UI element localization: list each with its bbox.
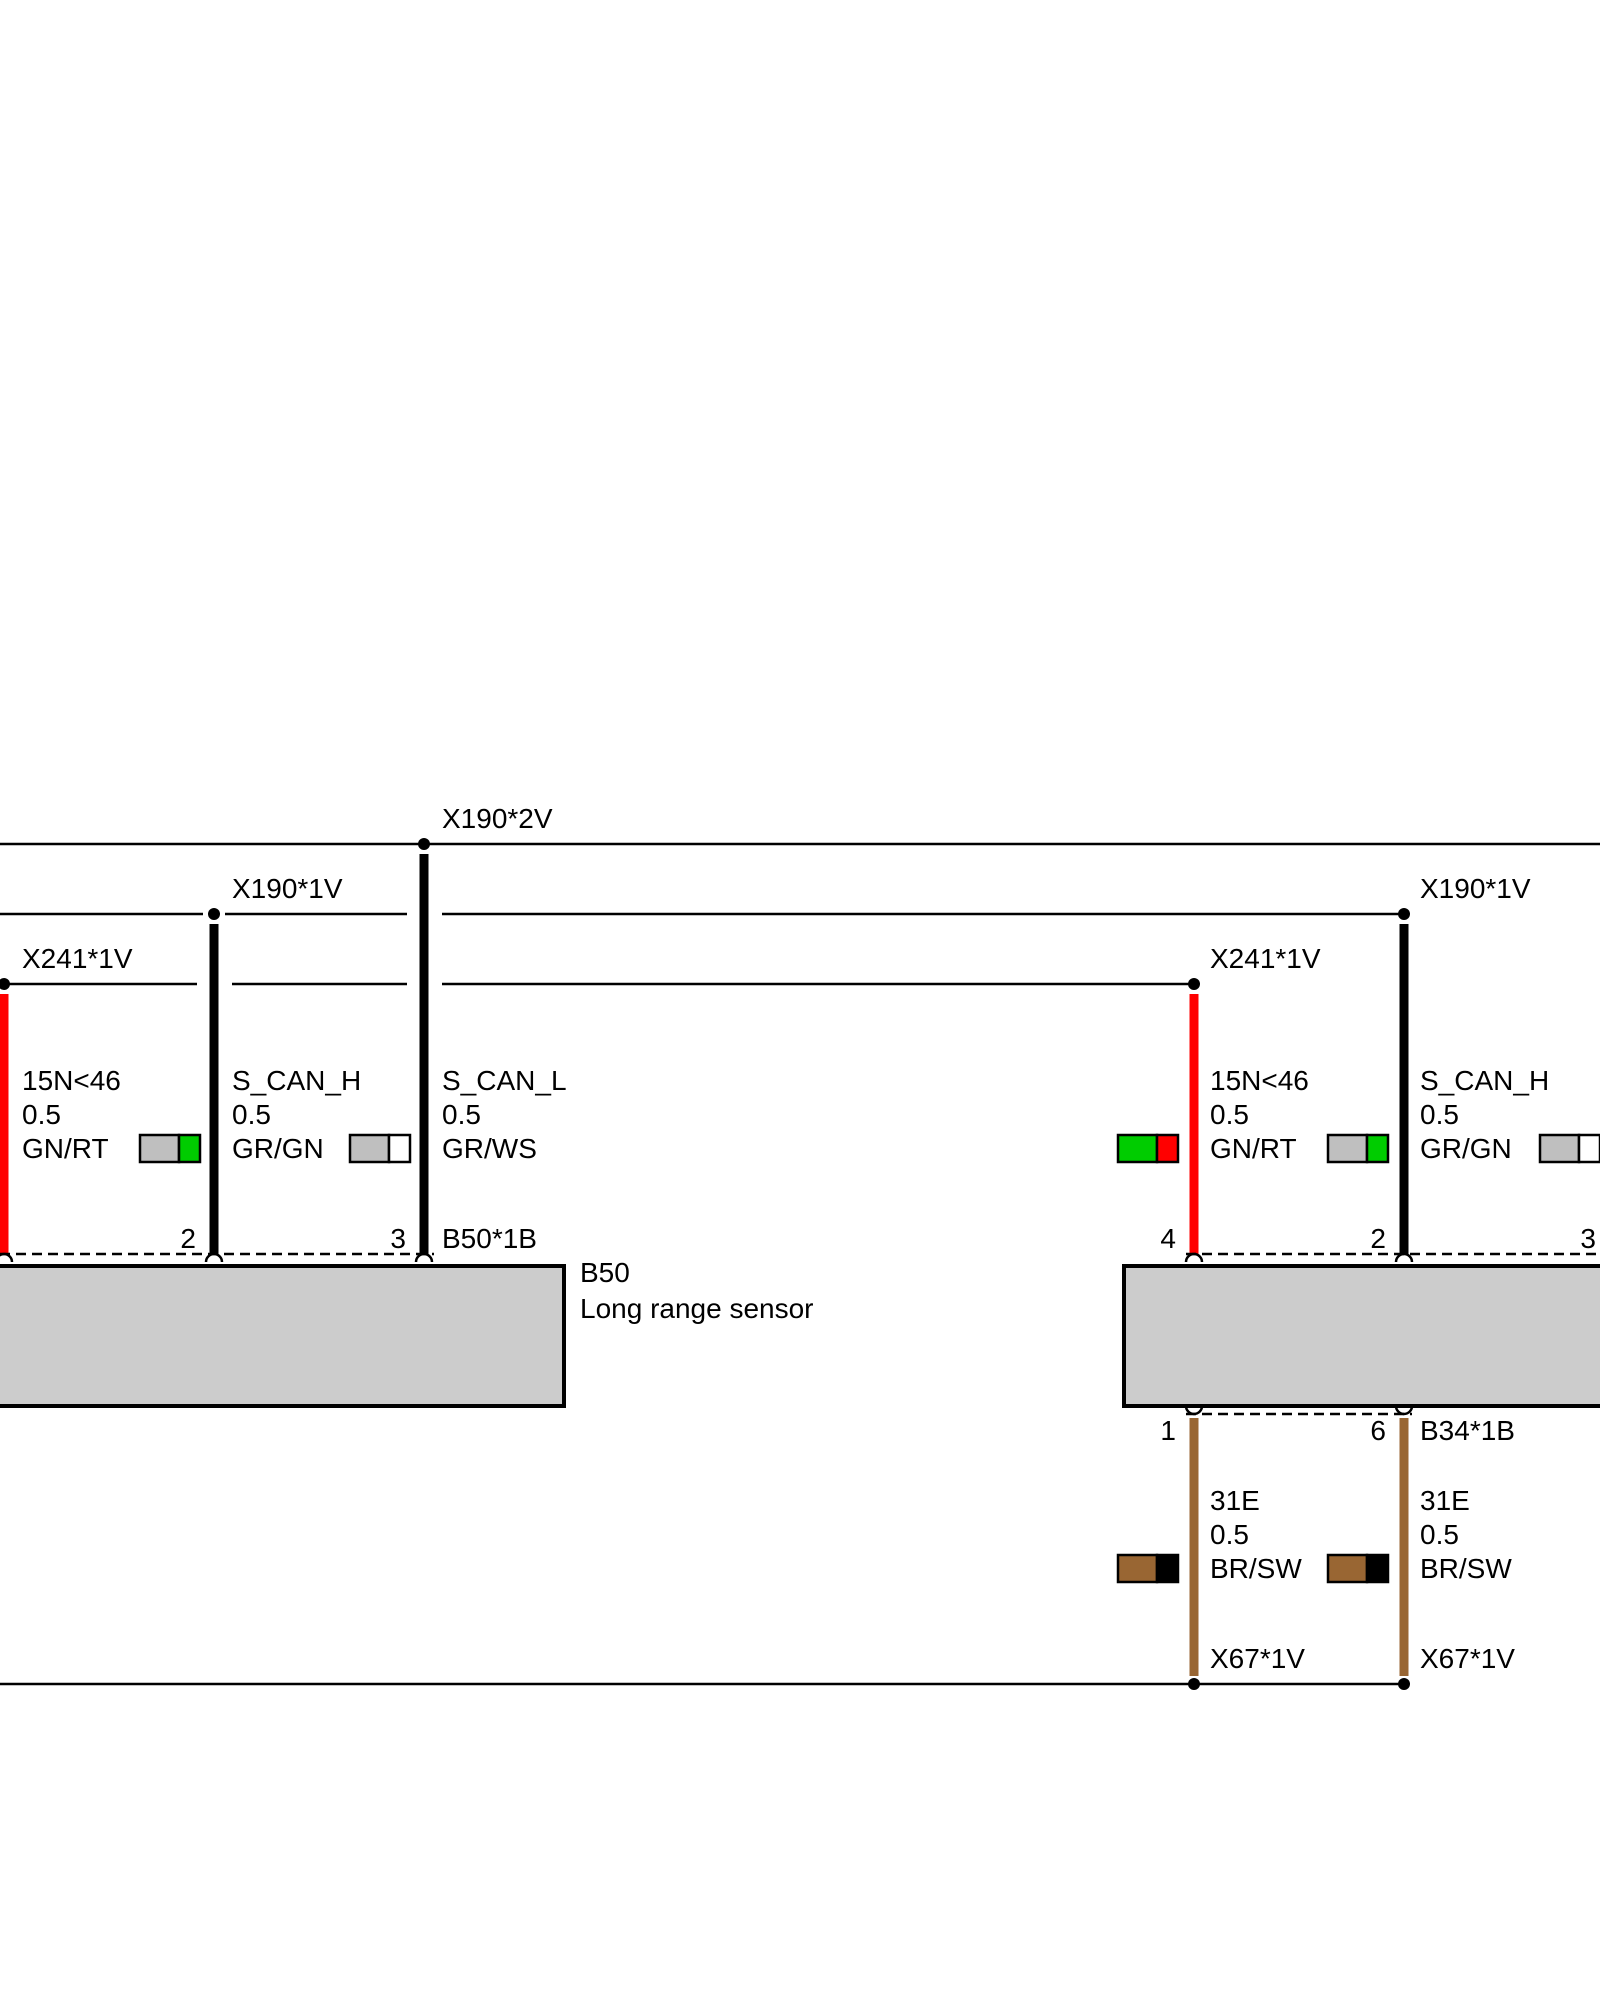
pin-number-label: 2 <box>1370 1223 1386 1254</box>
plug-label-b34-1b: B34*1B <box>1420 1415 1515 1446</box>
junction-dot-x190-1v-right <box>1398 908 1410 920</box>
color-swatch-r-15n <box>1116 1133 1180 1164</box>
connector-label-x241-1v-right: X241*1V <box>1210 943 1321 974</box>
wire-color-code-label: GR/GN <box>232 1133 324 1164</box>
junction-dot-x190-2v <box>418 838 430 850</box>
wire-signal-label: 31E <box>1420 1485 1470 1516</box>
wire-labels-r-15n: 15N<46 0.5 GN/RT <box>1210 1065 1309 1164</box>
connector-labels: X190*2V X190*1V X241*1V X241*1V X190*1V … <box>22 803 1531 1674</box>
pin-hook <box>1184 1252 1204 1263</box>
color-swatch-main <box>1116 1133 1159 1164</box>
color-swatch-main <box>1116 1553 1159 1584</box>
component-b50: B50 Long range sensor <box>0 1257 814 1408</box>
bus-lines <box>0 842 1600 1686</box>
color-swatch-stripe <box>1577 1133 1600 1164</box>
pin-number-label: 2 <box>180 1223 196 1254</box>
wire-size-label: 0.5 <box>1420 1519 1459 1550</box>
color-swatch-main <box>1538 1133 1581 1164</box>
pin-number-label: 3 <box>390 1223 406 1254</box>
color-swatch-main <box>138 1133 181 1164</box>
wire-color-code-label: GR/GN <box>1420 1133 1512 1164</box>
junction-dot-x67-1v-a <box>1188 1678 1200 1690</box>
wire-size-label: 0.5 <box>442 1099 481 1130</box>
junction-dot-x241-1v-right <box>1188 978 1200 990</box>
junction-dot-x190-1v-left <box>208 908 220 920</box>
color-swatch-r-31e-a <box>1116 1553 1180 1584</box>
wire-size-label: 0.5 <box>232 1099 271 1130</box>
pin-hook <box>414 1252 434 1263</box>
wire-labels-l-scan-l: S_CAN_L 0.5 GR/WS <box>442 1065 567 1164</box>
wire-color-code-label: BR/SW <box>1420 1553 1512 1584</box>
component-box-b50 <box>0 1264 566 1408</box>
wire-labels-l-scan-h: S_CAN_H 0.5 GR/GN <box>232 1065 361 1164</box>
pin-number-label: 3 <box>1580 1223 1596 1254</box>
pin-number-label: 1 <box>1160 1415 1176 1446</box>
junction-dots <box>0 838 1410 1690</box>
wire-size-label: 0.5 <box>1210 1099 1249 1130</box>
color-swatch-stripe <box>1155 1133 1180 1164</box>
wire-size-label: 0.5 <box>22 1099 61 1130</box>
component-name-b50: Long range sensor <box>580 1293 814 1324</box>
pin-number-label: 6 <box>1370 1415 1386 1446</box>
junction-dot-x67-1v-b <box>1398 1678 1410 1690</box>
pin-number-label: 4 <box>1160 1223 1176 1254</box>
color-swatch-r-31e-b <box>1326 1553 1390 1584</box>
color-swatch-l-15n <box>138 1133 202 1164</box>
pin-hook <box>1394 1405 1414 1416</box>
wire-labels-r-31e-a: 31E 0.5 BR/SW <box>1210 1485 1302 1584</box>
color-swatch-r-scan-h <box>1326 1133 1390 1164</box>
wire-size-label: 0.5 <box>1420 1099 1459 1130</box>
plug-b34-top: 4 2 3 <box>1160 1223 1600 1263</box>
color-swatch-l-scan-h <box>348 1133 412 1164</box>
plug-label-b50-1b: B50*1B <box>442 1223 537 1254</box>
plug-b50: 2 3 B50*1B <box>0 1223 537 1263</box>
connector-label-x67-1v-a: X67*1V <box>1210 1643 1305 1674</box>
wire-signal-label: S_CAN_L <box>442 1065 567 1096</box>
connector-label-x190-2v: X190*2V <box>442 803 553 834</box>
component-id-b50: B50 <box>580 1257 630 1288</box>
wire-labels-r-31e-b: 31E 0.5 BR/SW <box>1420 1485 1512 1584</box>
wire-size-label: 0.5 <box>1210 1519 1249 1550</box>
color-swatch-main <box>1326 1553 1369 1584</box>
wire-signal-label: 15N<46 <box>22 1065 121 1096</box>
wire-color-code-label: GR/WS <box>442 1133 537 1164</box>
color-swatch-main <box>1326 1133 1369 1164</box>
wire-signal-label: S_CAN_H <box>232 1065 361 1096</box>
color-swatch-stripe <box>1365 1133 1390 1164</box>
junction-dot-x241-1v-left <box>0 978 10 990</box>
pin-hook <box>1394 1252 1414 1263</box>
wire-labels-l-15n: 15N<46 0.5 GN/RT <box>22 1065 121 1164</box>
wire-labels-r-scan-h: S_CAN_H 0.5 GR/GN <box>1420 1065 1549 1164</box>
wire-signal-label: 15N<46 <box>1210 1065 1309 1096</box>
component-box-b34 <box>1122 1264 1600 1408</box>
color-swatches <box>138 1133 1600 1584</box>
color-swatch-stripe <box>1155 1553 1180 1584</box>
pin-hook <box>204 1252 224 1263</box>
wire-signal-label: S_CAN_H <box>1420 1065 1549 1096</box>
color-swatch-stripe <box>177 1133 202 1164</box>
pin-hook <box>1184 1405 1204 1416</box>
connector-label-x67-1v-b: X67*1V <box>1420 1643 1515 1674</box>
wires <box>0 854 1409 1676</box>
color-swatch-stripe <box>387 1133 412 1164</box>
color-swatch-r-edge <box>1538 1133 1600 1164</box>
color-swatch-main <box>348 1133 391 1164</box>
wire-color-code-label: GN/RT <box>22 1133 109 1164</box>
wire-color-code-label: BR/SW <box>1210 1553 1302 1584</box>
pin-hook <box>0 1252 14 1263</box>
connector-label-x190-1v-left: X190*1V <box>232 873 343 904</box>
wire-signal-label: 31E <box>1210 1485 1260 1516</box>
connector-label-x241-1v-left: X241*1V <box>22 943 133 974</box>
plug-b34-bottom: 1 6 B34*1B <box>1160 1405 1515 1446</box>
component-b34 <box>1122 1264 1600 1408</box>
connector-label-x190-1v-right: X190*1V <box>1420 873 1531 904</box>
wire-color-code-label: GN/RT <box>1210 1133 1297 1164</box>
color-swatch-stripe <box>1365 1553 1390 1584</box>
